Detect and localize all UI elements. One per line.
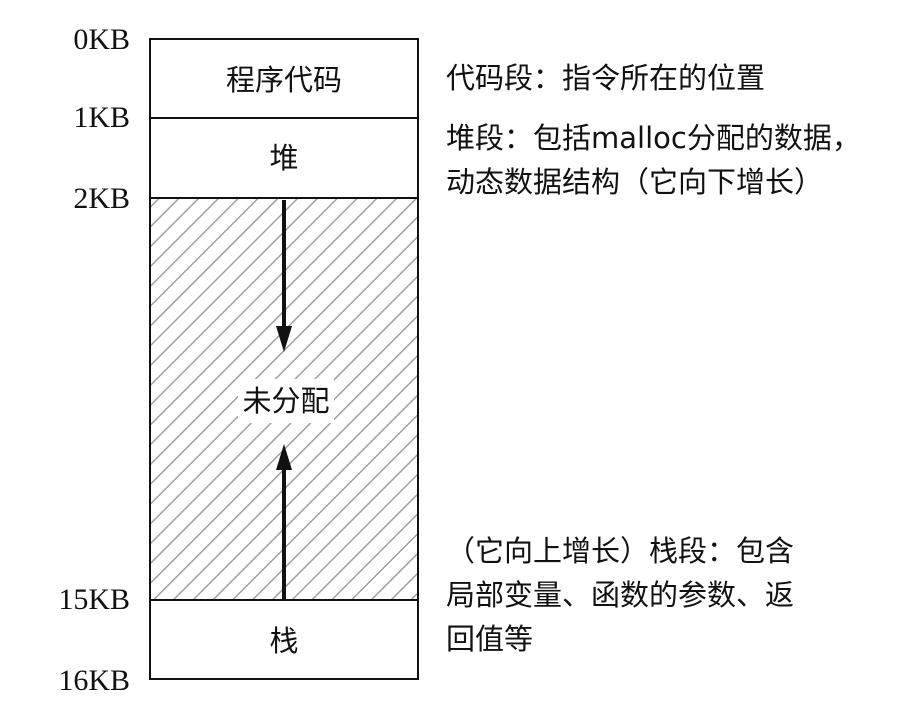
stack-segment-box: [149, 599, 419, 680]
stack-annotation-line: 回值等: [446, 622, 533, 656]
annotations: 代码段：指令所在的位置 堆段：包括malloc分配的数据， 动态数据结构（它向下…: [446, 61, 861, 656]
code-segment-label: 程序代码: [226, 63, 342, 97]
address-label: 0KB: [73, 23, 130, 56]
free-label-background: [238, 379, 334, 423]
address-label: 16KB: [58, 664, 130, 697]
free-segment-label: 未分配: [242, 384, 329, 418]
heap-segment-box: [149, 117, 419, 199]
address-label: 15KB: [58, 583, 130, 616]
heap-growth-arrowhead: [276, 326, 292, 352]
stack-segment-label: 栈: [269, 624, 298, 658]
heap-segment-label: 堆: [269, 141, 298, 175]
address-label: 1KB: [73, 101, 130, 134]
code-segment-box: [149, 38, 419, 119]
memory-column: 程序代码 堆 未分配 栈: [149, 38, 419, 680]
heap-annotation-line: 堆段：包括malloc分配的数据，: [446, 121, 861, 155]
stack-growth-arrowhead: [276, 444, 292, 470]
heap-annotation-line: 动态数据结构（它向下增长）: [446, 165, 823, 199]
stack-annotation-line: 局部变量、函数的参数、返: [446, 578, 794, 612]
address-label: 2KB: [73, 182, 130, 215]
code-annotation-line: 代码段：指令所在的位置: [446, 61, 765, 95]
stack-annotation-line: （它向上增长）栈段：包含: [446, 534, 794, 568]
address-labels: 0KB 1KB 2KB 15KB 16KB: [58, 23, 130, 697]
